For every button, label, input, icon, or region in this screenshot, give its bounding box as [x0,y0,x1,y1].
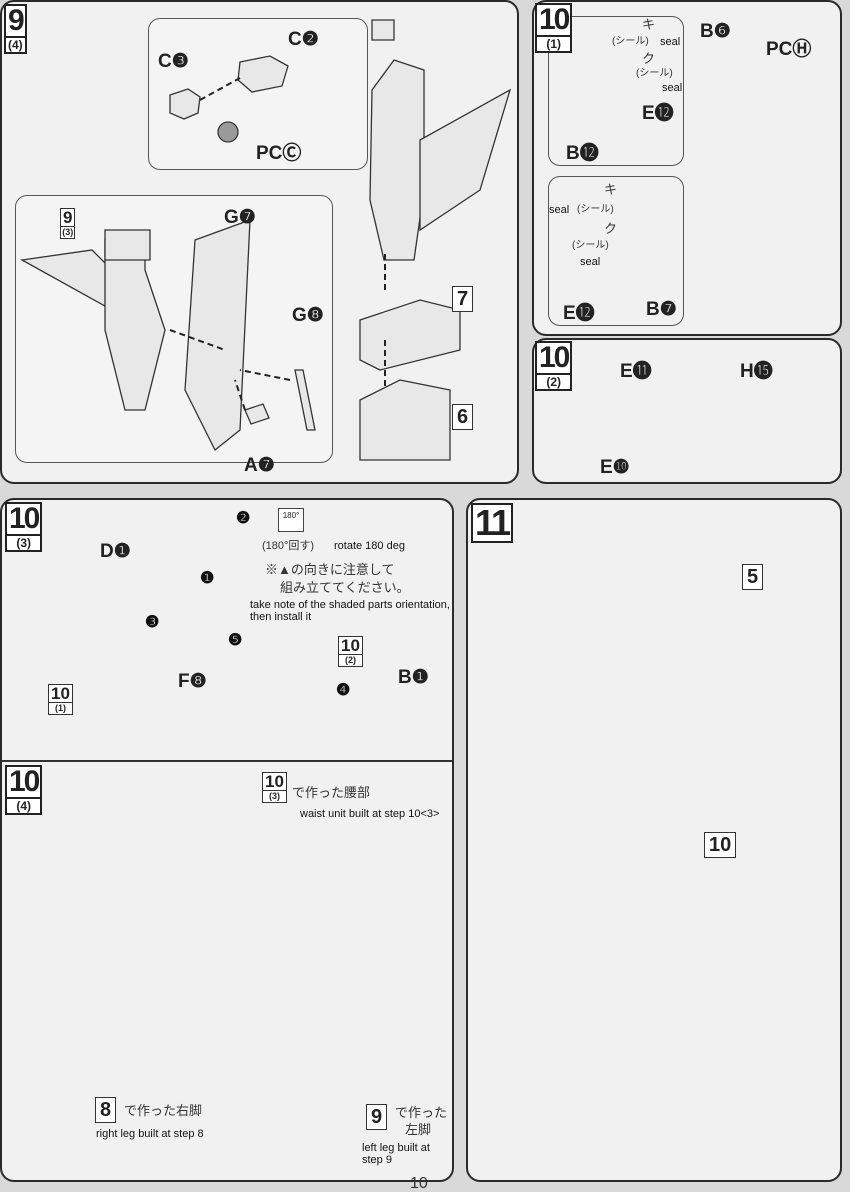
step-10-3-badge: 10 (3) [5,502,43,552]
seal-en-1: seal [660,36,681,48]
rotate-jp: (180°回す) [262,540,315,552]
part-label-c2: C❷ [288,29,319,50]
page-number: 10 [410,1175,428,1192]
b12-sub-box [548,16,684,166]
seal-en-3: seal [549,204,570,216]
part-label-pch: PCⒽ [766,39,812,60]
order-1: ❶ [200,570,215,587]
part-label-g8: G❽ [292,305,324,326]
seal-ki-bottom: キ [604,182,618,197]
part-label-d1: D❶ [100,541,131,562]
step-10-1-badge: 10 (1) [535,3,573,53]
waist-jp: で作った腰部 [292,785,371,800]
left-leg-jp-1: で作った [395,1105,448,1120]
caution-jp-2: 組み立ててください。 [280,580,410,595]
part-label-a7: A❼ [244,455,275,476]
part-box-6: 6 [452,404,474,430]
part-label-c3: C❸ [158,51,189,72]
order-2: ❷ [236,510,251,527]
ref-10-2: 10 (2) [338,636,363,667]
right-leg-jp: で作った右脚 [124,1103,203,1118]
step-11-panel [466,498,842,1182]
caution-en: take note of the shaded parts orientatio… [250,599,450,623]
left-leg-jp-2: 左脚 [405,1122,432,1137]
seal-jp-4: (シール) [572,240,609,251]
right-leg-en: right leg built at step 8 [96,1128,204,1140]
step-11-badge: 11 [471,503,514,543]
step-10-2-badge: 10 (2) [535,341,573,391]
seal-ku-top: ク [642,51,656,66]
part-label-g7: G❼ [224,207,256,228]
seal-en-4: seal [580,256,601,268]
part-label-h15: H⓯ [740,361,773,382]
seal-jp-2: (シール) [636,68,673,79]
part-label-e11: E⓫ [620,361,652,382]
part-label-b7: B❼ [646,299,677,320]
waist-ref-badge: 10 (3) [262,772,287,803]
rotate-en: rotate 180 deg [334,540,405,552]
rotate-icon: 180° [278,508,304,532]
caution-jp-1: ※▲の向きに注意して [265,562,395,577]
step-10-4-badge: 10 (4) [5,765,43,815]
right-leg-ref: 8 [95,1097,117,1123]
part-label-b6: B❻ [700,21,731,42]
ref-10-1: 10 (1) [48,684,73,715]
part-label-e10: E❿ [600,457,630,478]
part-label-b1: B❶ [398,667,429,688]
left-leg-en: left leg built at step 9 [362,1142,430,1166]
part-label-e12-bottom: E⓬ [563,303,595,324]
seal-ku-bottom: ク [604,221,618,236]
order-4: ❹ [336,682,351,699]
seal-jp-3: (シール) [577,204,614,215]
waist-en: waist unit built at step 10<3> [300,808,440,820]
step-10-1-panel [532,0,842,336]
leg-assembly-box [15,195,333,463]
step-10-3-4-panel [0,498,454,1182]
part-label-e12-top: E⓬ [642,103,674,124]
seal-ki-top: キ [642,17,656,32]
left-leg-ref: 9 [366,1104,388,1130]
part-label-f8: F❽ [178,671,207,692]
part-label-b12: B⓬ [566,143,599,164]
order-5: ❺ [228,632,243,649]
step-9-3-reference: 9 (3) [60,208,76,239]
step-9-4-badge: 9 (4) [4,4,27,54]
seal-jp-1: (シール) [612,36,649,47]
part-box-10: 10 [704,832,737,858]
part-box-5: 5 [742,564,764,590]
divider [2,760,452,762]
part-box-7: 7 [452,286,474,312]
b7-sub-box [548,176,684,326]
order-3: ❸ [145,614,160,631]
step-10-2-panel [532,338,842,484]
part-label-pcc: PCⒸ [256,143,302,164]
seal-en-2: seal [662,82,683,94]
